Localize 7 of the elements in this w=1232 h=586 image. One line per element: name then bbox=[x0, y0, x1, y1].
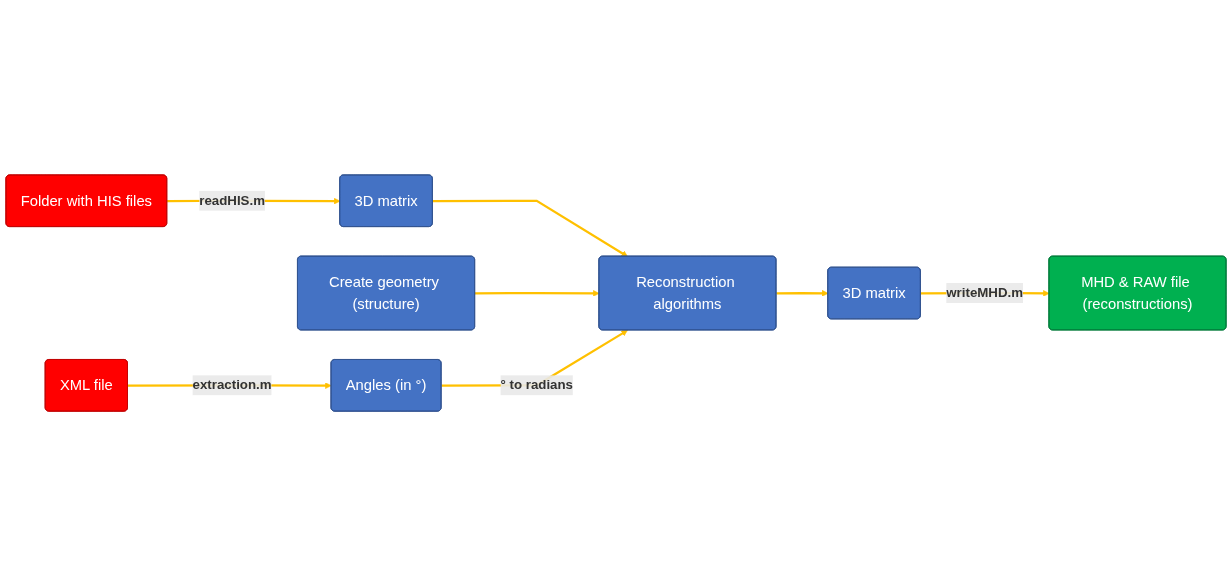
edge-label: extraction.m bbox=[192, 377, 272, 393]
arrow bbox=[432, 199, 628, 257]
edge-label: ° to radians bbox=[500, 377, 573, 393]
edge-label: writeMHD.m bbox=[946, 285, 1024, 301]
edge-label: readHIS.m bbox=[199, 192, 265, 208]
arrow bbox=[475, 290, 600, 297]
arrow bbox=[776, 290, 829, 297]
